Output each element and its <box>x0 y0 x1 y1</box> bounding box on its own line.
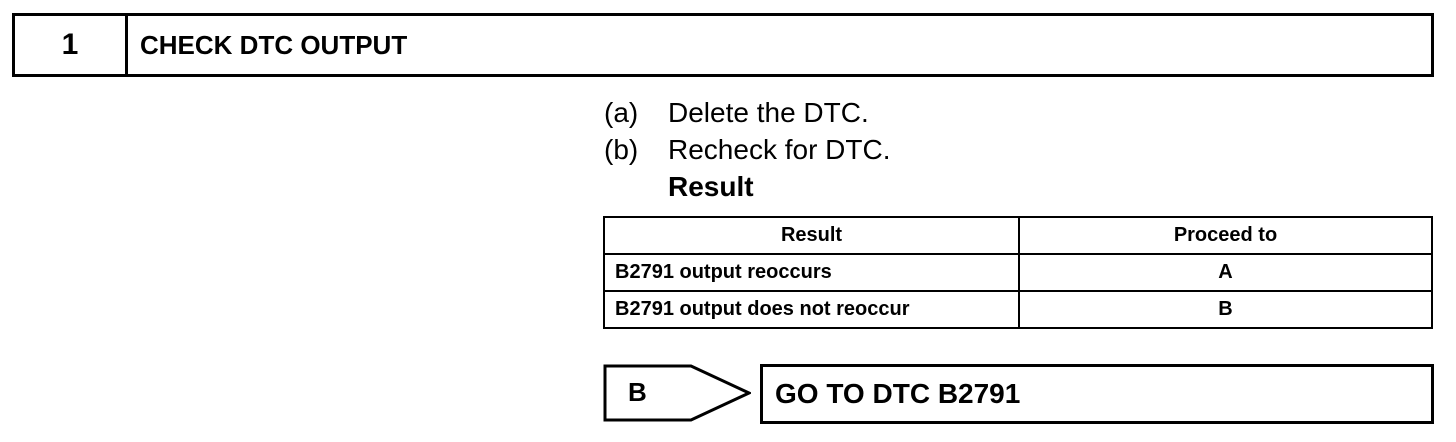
goto-target[interactable]: GO TO DTC B2791 <box>760 364 1434 424</box>
instruction-a: (a) Delete the DTC. <box>604 94 891 131</box>
proceed-cell: B <box>1018 290 1433 329</box>
step-header: 1 CHECK DTC OUTPUT <box>12 13 1434 77</box>
proceed-cell: A <box>1018 253 1433 292</box>
branch-label: B <box>628 377 647 407</box>
instruction-text: Delete the DTC. <box>668 97 869 128</box>
instruction-label: (a) <box>604 97 639 128</box>
instruction-label: (b) <box>604 134 639 165</box>
result-table: Result Proceed to B2791 output reoccurs … <box>603 216 1433 329</box>
result-cell: B2791 output does not reoccur <box>603 290 1020 329</box>
result-heading: Result <box>668 171 754 202</box>
table-row: B2791 output does not reoccur B <box>603 290 1433 329</box>
instruction-text: Recheck for DTC. <box>668 134 891 165</box>
result-cell: B2791 output reoccurs <box>603 253 1020 292</box>
column-header-result: Result <box>603 216 1020 255</box>
branch-arrow-icon <box>603 364 751 422</box>
step-title: CHECK DTC OUTPUT <box>140 29 408 60</box>
table-row: B2791 output reoccurs A <box>603 253 1433 292</box>
table-header-row: Result Proceed to <box>603 216 1433 255</box>
step-number: 1 <box>15 16 128 74</box>
instruction-b: (b) Recheck for DTC. <box>604 131 891 168</box>
instructions: (a) Delete the DTC. (b) Recheck for DTC.… <box>604 94 891 205</box>
column-header-proceed: Proceed to <box>1018 216 1433 255</box>
